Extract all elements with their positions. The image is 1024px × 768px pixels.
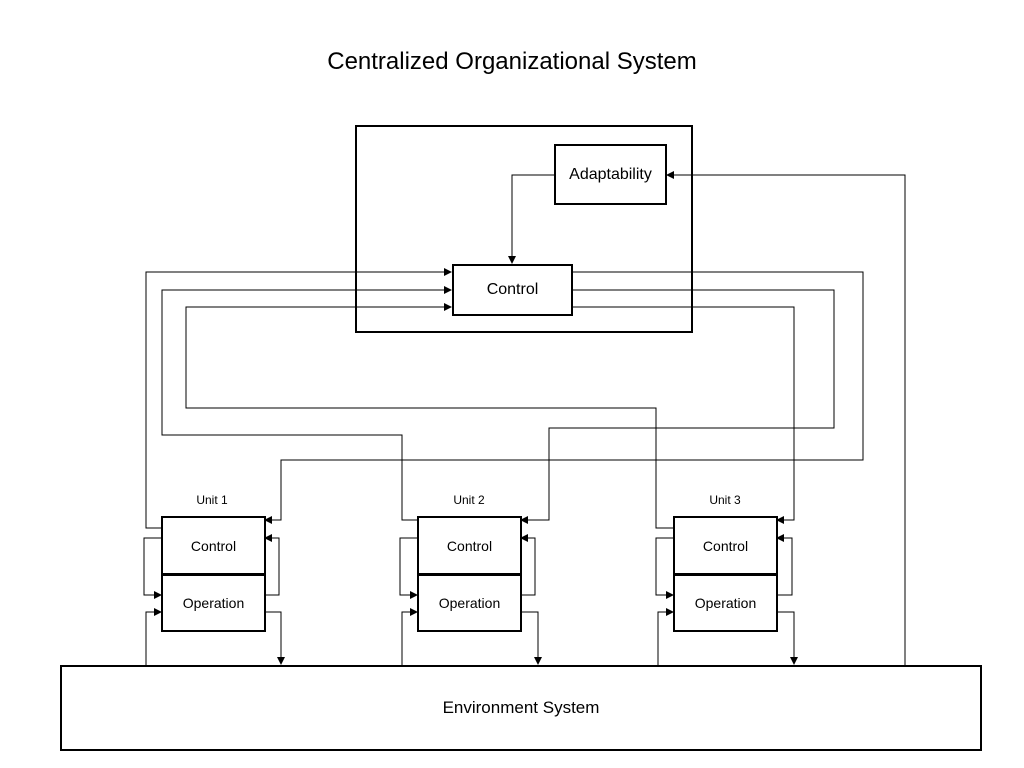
adaptability-to-control-arrow (508, 174, 555, 264)
unit1-operation-to-env-arrow (265, 611, 285, 665)
unit1-env-to-operation-arrow (145, 608, 162, 665)
central-to-unit3-arrow (572, 306, 795, 524)
unit3-env-to-operation-arrow (657, 608, 674, 665)
unit1-to-central-arrow (145, 268, 452, 529)
unit-1-operation-box: Operation (161, 574, 266, 632)
unit-2-operation-box: Operation (417, 574, 522, 632)
unit-1-label: Unit 1 (196, 493, 228, 507)
unit-2-label: Unit 2 (453, 493, 485, 507)
unit2-to-central-arrow (161, 286, 452, 521)
unit2-env-to-operation-arrow (401, 608, 418, 665)
unit2-operation-to-control-arrow (520, 534, 536, 596)
unit2-control-to-operation-arrow (399, 537, 418, 599)
unit-3-operation-box: Operation (673, 574, 778, 632)
unit3-to-central-arrow (185, 303, 674, 529)
environment-system-box: Environment System (60, 665, 982, 751)
adaptability-box: Adaptability (554, 144, 667, 205)
unit-3-label: Unit 3 (709, 493, 741, 507)
central-to-unit1-arrow (264, 271, 864, 524)
central-system-frame (355, 125, 693, 333)
unit3-operation-to-control-arrow (776, 534, 793, 596)
unit-2-control-box: Control (417, 516, 522, 575)
central-control-box: Control (452, 264, 573, 316)
unit1-operation-to-control-arrow (264, 534, 280, 596)
environment-to-adaptability-arrow (666, 171, 906, 665)
central-to-unit2-arrow (520, 289, 835, 524)
unit2-operation-to-env-arrow (521, 611, 542, 665)
unit1-control-to-operation-arrow (143, 537, 162, 599)
unit-3-control-box: Control (673, 516, 778, 575)
unit3-control-to-operation-arrow (655, 537, 674, 599)
unit3-operation-to-env-arrow (777, 611, 798, 665)
diagram-title: Centralized Organizational System (327, 48, 697, 75)
unit-1-control-box: Control (161, 516, 266, 575)
